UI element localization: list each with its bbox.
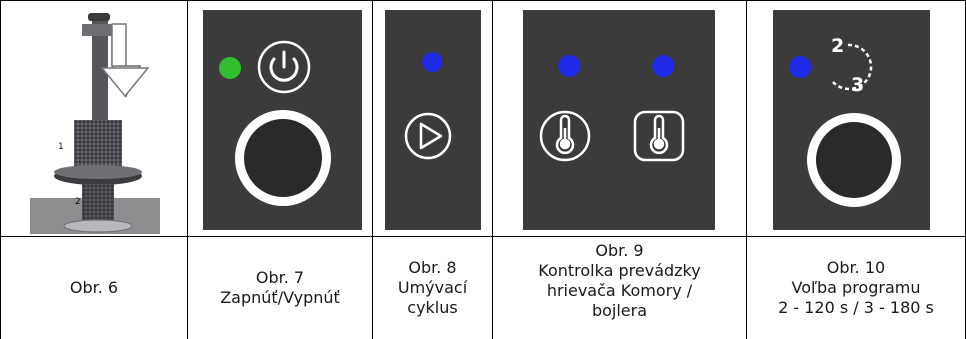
status-led-blue-program bbox=[789, 56, 811, 78]
caption-line: Voľba programu bbox=[791, 278, 921, 297]
play-icon[interactable] bbox=[404, 112, 452, 160]
caption-line: Obr. 10 bbox=[826, 258, 886, 277]
caption-line: Kontrolka prevádzky bbox=[538, 261, 701, 280]
program-digit-3: 3 bbox=[851, 74, 864, 96]
wash-panel bbox=[385, 10, 481, 230]
caption-line: cyklus bbox=[407, 298, 458, 317]
program-digit-2: 2 bbox=[831, 35, 844, 57]
table-divider-2 bbox=[372, 0, 373, 339]
caption-fig-6: Obr. 6 bbox=[1, 237, 187, 339]
caption-line: Obr. 8 bbox=[408, 258, 457, 277]
table-border-top bbox=[0, 0, 966, 1]
caption-line: Obr. 7 bbox=[255, 268, 305, 287]
caption-line: Zapnúť/Vypnúť bbox=[220, 288, 340, 307]
table-border-left bbox=[0, 0, 1, 339]
program-panel-graphics: 2 3 bbox=[789, 35, 901, 207]
power-icon bbox=[257, 40, 311, 94]
status-led-blue-boiler bbox=[652, 55, 674, 77]
status-led-green bbox=[219, 57, 241, 79]
caption-fig-7: Obr. 7 Zapnúť/Vypnúť bbox=[188, 237, 372, 339]
table-divider-1 bbox=[187, 0, 188, 339]
table-divider-4 bbox=[746, 0, 747, 339]
thermometer-icon bbox=[539, 110, 591, 162]
power-panel-graphics bbox=[219, 40, 331, 206]
control-knob[interactable] bbox=[235, 110, 331, 206]
heater-panel-graphics bbox=[539, 55, 685, 162]
status-led-blue-chamber bbox=[558, 55, 580, 77]
filter-label-2: 2 bbox=[75, 197, 81, 207]
table-divider-3 bbox=[492, 0, 493, 339]
wash-panel-graphics bbox=[404, 52, 452, 160]
caption-fig-8: Obr. 8 Umývací cyklus bbox=[373, 237, 492, 339]
caption-line: hrievača Komory / bbox=[546, 281, 693, 300]
filter-label-1: 1 bbox=[58, 142, 64, 152]
program-cycle-icon: 2 3 bbox=[831, 35, 873, 96]
caption-line: bojlera bbox=[591, 301, 648, 320]
status-led-blue bbox=[422, 52, 442, 72]
caption-line: Umývací bbox=[397, 278, 468, 297]
caption-line: 2 - 120 s / 3 - 180 s bbox=[778, 298, 934, 317]
thermometer-icon bbox=[633, 110, 685, 162]
table-row-divider bbox=[0, 236, 966, 237]
caption-line: Obr. 6 bbox=[69, 278, 119, 297]
caption-fig-10: Obr. 10 Voľba programu 2 - 120 s / 3 - 1… bbox=[747, 237, 965, 339]
control-knob[interactable] bbox=[807, 113, 901, 207]
filter-illustration: 1 2 bbox=[30, 13, 160, 234]
caption-fig-9: Obr. 9 Kontrolka prevádzky hrievača Komo… bbox=[493, 237, 746, 339]
caption-line: Obr. 9 bbox=[595, 241, 644, 260]
